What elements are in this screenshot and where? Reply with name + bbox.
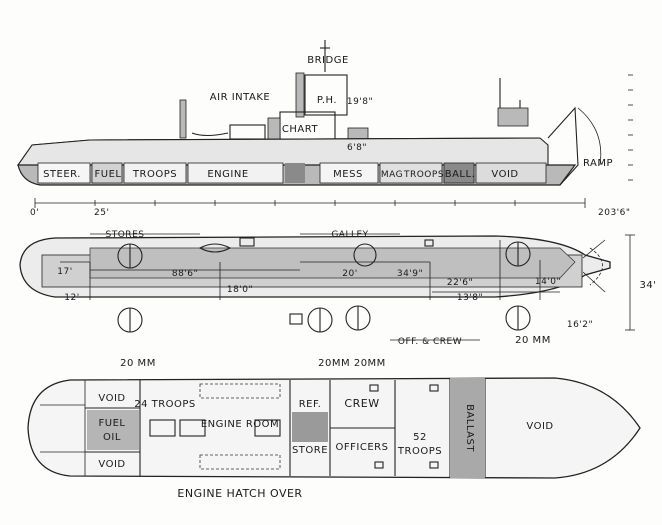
label-height-6-8: 6'8" <box>347 143 367 153</box>
gun-tubs <box>117 241 531 333</box>
label-off-crew: OFF. & CREW <box>398 337 462 347</box>
label-gun-mid: 20MM 20MM <box>318 358 386 369</box>
label-beam-34: 34' <box>640 280 657 291</box>
label-engine: ENGINE <box>207 169 248 180</box>
label-mess: MESS <box>333 169 363 180</box>
pilot-house <box>304 74 348 116</box>
label-store: STORE <box>292 445 328 456</box>
label-void-fwd: VOID <box>526 421 553 432</box>
label-air-intake: AIR INTAKE <box>210 92 270 103</box>
label-chart: CHART <box>282 124 319 135</box>
label-steer: STEER. <box>43 169 81 180</box>
label-d88: 88'6" <box>172 269 198 279</box>
label-bridge: BRIDGE <box>307 55 349 66</box>
label-engine-hatch: ENGINE HATCH OVER <box>177 487 302 500</box>
label-dim-25: 25' <box>94 208 109 218</box>
label-ballast-profile: BALL. <box>445 169 476 180</box>
label-void-bot: VOID <box>98 459 125 470</box>
fuel-oil-tank <box>87 410 139 450</box>
label-d17: 17' <box>57 267 72 277</box>
label-fuel: FUEL <box>95 169 122 180</box>
label-52: 52 <box>413 432 427 443</box>
label-mag: MAG <box>381 170 403 180</box>
label-troops-fwd: TROOPS <box>403 170 444 180</box>
label-24-troops: 24 TROOPS <box>134 399 196 410</box>
deck-plan-view: STORES GALLEY OFF. & CREW 17' 12' 88'6" … <box>19 230 657 369</box>
label-d34-9: 34'9" <box>397 269 423 279</box>
label-height-19-8: 19'8" <box>347 97 373 107</box>
lower-deck-view: VOID FUEL OIL VOID 24 TROOPS ENGINE ROOM… <box>27 377 641 500</box>
label-ballast: BALLAST <box>464 404 475 452</box>
label-galley: GALLEY <box>331 230 368 240</box>
label-troops-52: TROOPS <box>397 446 442 457</box>
label-engine-room: ENGINE ROOM <box>201 419 279 430</box>
label-gun-left: 20 MM <box>120 358 156 369</box>
label-dim-total: 203'6" <box>598 208 631 218</box>
profile-view: BRIDGE AIR INTAKE P.H. CHART 19'8" 6'8" … <box>16 40 633 218</box>
label-d18: 18'0" <box>227 285 253 295</box>
ballast-tank <box>450 378 485 478</box>
label-troops-aft: TROOPS <box>132 169 177 180</box>
label-void-profile: VOID <box>491 169 518 180</box>
label-d16: 16'2" <box>567 320 593 330</box>
label-void-top: VOID <box>98 393 125 404</box>
height-scale <box>628 74 633 181</box>
label-stores: STORES <box>106 230 145 240</box>
label-oil-lower: OIL <box>103 432 121 443</box>
label-d14: 14'0" <box>535 277 561 287</box>
label-d20: 20' <box>342 269 357 279</box>
label-ref: REF. <box>299 399 322 410</box>
gun-tub-mid-3 <box>353 243 377 267</box>
air-intake-stack <box>179 99 187 139</box>
label-gun-right: 20 MM <box>515 335 551 346</box>
label-crew: CREW <box>344 397 379 410</box>
label-d12: 12' <box>64 293 79 303</box>
label-d13: 13'8" <box>457 293 483 303</box>
bow-ramp <box>547 106 579 186</box>
label-d22: 22'6" <box>447 278 473 288</box>
label-fuel-lower: FUEL <box>99 418 126 429</box>
label-officers: OFFICERS <box>336 442 389 453</box>
label-dim-0: 0' <box>30 208 39 218</box>
label-ramp: RAMP <box>583 158 613 169</box>
label-pilot-house: P.H. <box>317 95 337 106</box>
